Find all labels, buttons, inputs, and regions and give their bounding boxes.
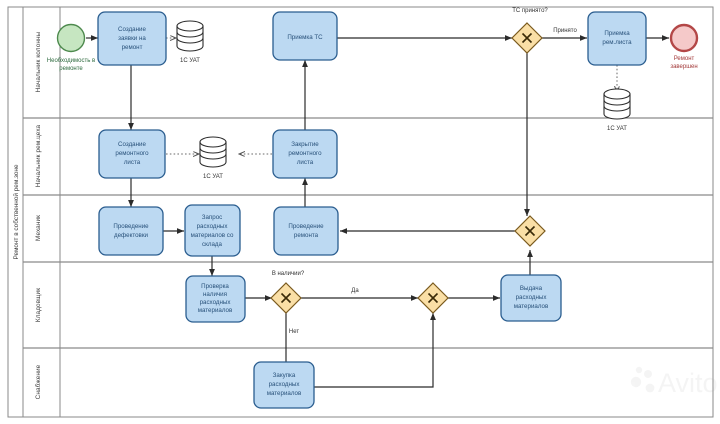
task-label-line-1: Приемка ТС: [287, 34, 323, 41]
pool-label: Ремонт в собственной рем.зоне: [12, 164, 20, 259]
task-box[interactable]: [185, 275, 246, 323]
end-event-circle[interactable]: [669, 23, 699, 53]
task-label-line-2: заявки на: [118, 35, 146, 42]
task-label-line-2: ремонтного: [288, 150, 322, 157]
task-label-line-1: Закупка: [273, 372, 296, 379]
task-sozdanie-zayavki[interactable]: Создание заявки на ремонт: [97, 11, 167, 66]
gateway-label: ТС принято?: [512, 8, 548, 14]
data-store-1c-uat-top[interactable]: 1С УАТ: [176, 20, 204, 64]
lane-label-nachalnik-kolonny: Начальник колонны: [35, 31, 42, 92]
task-priemka-remlista[interactable]: Приемка рем.листа: [587, 11, 647, 66]
avito-watermark: Avito: [630, 366, 718, 398]
lane-label-kladovshchik: Кладовщик: [35, 288, 42, 322]
task-zakupka-materialov[interactable]: Закупка расходных материалов: [253, 361, 315, 409]
task-zapros-materialov[interactable]: Запрос расходных материалов со склада: [184, 204, 241, 257]
flow-label-prinyato: Принято: [553, 28, 577, 34]
gateway-v-nalichii[interactable]: В наличии?: [270, 271, 305, 314]
end-event-label-line1: Ремонт: [674, 56, 695, 62]
task-label-line-1: Создание: [118, 141, 146, 148]
task-label-line-3: листа: [124, 159, 141, 166]
end-event-label-line2: завершен: [670, 64, 697, 70]
lane-label-nachalnik-remtseha: Начальник рем.цеха: [35, 124, 42, 187]
data-store-1c-uat-right[interactable]: 1С УАТ: [603, 88, 631, 132]
gateway-x-icon: [280, 292, 292, 304]
task-label-line-2: рем.листа: [602, 39, 632, 46]
gateway-x-icon: [524, 225, 536, 237]
task-label-line-3: материалов со: [191, 232, 234, 239]
task-label-line-3: ремонт: [122, 44, 143, 51]
watermark-text: Avito: [658, 368, 718, 398]
sequence-flows: [86, 35, 669, 388]
task-provedenie-defektovki[interactable]: Проведение дефектовки: [98, 206, 164, 256]
task-box[interactable]: [272, 129, 338, 179]
task-label-line-3: расходных: [200, 299, 232, 306]
task-zakrytie-remontnogo-lista[interactable]: Закрытие ремонтного листа: [272, 129, 338, 179]
task-box[interactable]: [98, 129, 166, 179]
lane-label-snabzhenie: Снабжение: [34, 364, 42, 399]
task-label-line-4: материалов: [198, 307, 233, 314]
task-label-line-1: Проведение: [113, 223, 149, 230]
flow-label-da: Да: [351, 288, 359, 294]
task-provedenie-remonta[interactable]: Проведение ремонта: [273, 206, 339, 256]
database-icon: [199, 136, 227, 168]
task-label-line-1: Создание: [118, 26, 146, 33]
data-store-label: 1С УАТ: [203, 174, 223, 180]
gateway-label: В наличии?: [272, 271, 305, 277]
data-store-label: 1С УАТ: [607, 126, 627, 132]
task-box[interactable]: [587, 11, 647, 66]
flow-zakupka-to-merge: [314, 313, 436, 388]
task-label-line-2: ремонта: [294, 232, 319, 239]
task-label-line-3: материалов: [267, 390, 302, 397]
task-proverka-nalichiya[interactable]: Проверка наличия расходных материалов: [185, 275, 246, 323]
data-store-label: 1С УАТ: [180, 58, 200, 64]
gateway-merge-mehanik[interactable]: [514, 215, 546, 247]
task-box[interactable]: [272, 11, 338, 61]
task-sozdanie-remontnogo-lista[interactable]: Создание ремонтного листа: [98, 129, 166, 179]
gateway-x-icon: [427, 292, 439, 304]
start-event-circle[interactable]: [56, 23, 86, 53]
database-icon: [176, 20, 204, 52]
data-associations: [166, 38, 617, 154]
task-label-line-4: склада: [202, 241, 223, 248]
task-label-line-2: расходных: [197, 223, 229, 230]
database-icon: [603, 88, 631, 120]
task-label-line-1: Приемка: [604, 30, 630, 37]
task-vydacha-materialov[interactable]: Выдача расходных материалов: [500, 274, 562, 322]
flow-label-net: Нет: [289, 329, 299, 335]
task-label-line-2: дефектовки: [114, 232, 149, 239]
lane-dividers: [23, 117, 713, 349]
task-box[interactable]: [98, 206, 164, 256]
task-box[interactable]: [273, 206, 339, 256]
task-box[interactable]: [500, 274, 562, 322]
gateway-x-icon: [521, 32, 533, 44]
task-label-line-2: расходных: [269, 381, 301, 388]
task-priemka-ts[interactable]: Приемка ТС: [272, 11, 338, 61]
gateway-merge-kladovshchik[interactable]: [417, 282, 449, 314]
data-store-1c-uat-middle[interactable]: 1С УАТ: [199, 136, 227, 180]
lane-label-mehanik: Механик: [35, 215, 42, 241]
pool-container: [7, 6, 714, 418]
task-label-line-3: материалов: [514, 303, 549, 310]
task-box[interactable]: [253, 361, 315, 409]
task-label-line-1: Выдача: [520, 285, 543, 292]
task-box[interactable]: [97, 11, 167, 66]
task-label-line-1: Проведение: [288, 223, 324, 230]
task-label-line-2: наличия: [203, 291, 227, 298]
task-label-line-2: ремонтного: [115, 150, 149, 157]
task-label-line-2: расходных: [516, 294, 548, 301]
task-box[interactable]: [184, 204, 241, 257]
task-label-line-3: листа: [297, 159, 314, 166]
task-label-line-1: Запрос: [202, 214, 223, 221]
gateway-ts-prinyato[interactable]: ТС принято?: [511, 8, 548, 54]
task-label-line-1: Проверка: [201, 283, 229, 290]
task-label-line-1: Закрытие: [291, 141, 319, 148]
event-end-remont-zavershen[interactable]: Ремонт завершен: [669, 23, 699, 70]
